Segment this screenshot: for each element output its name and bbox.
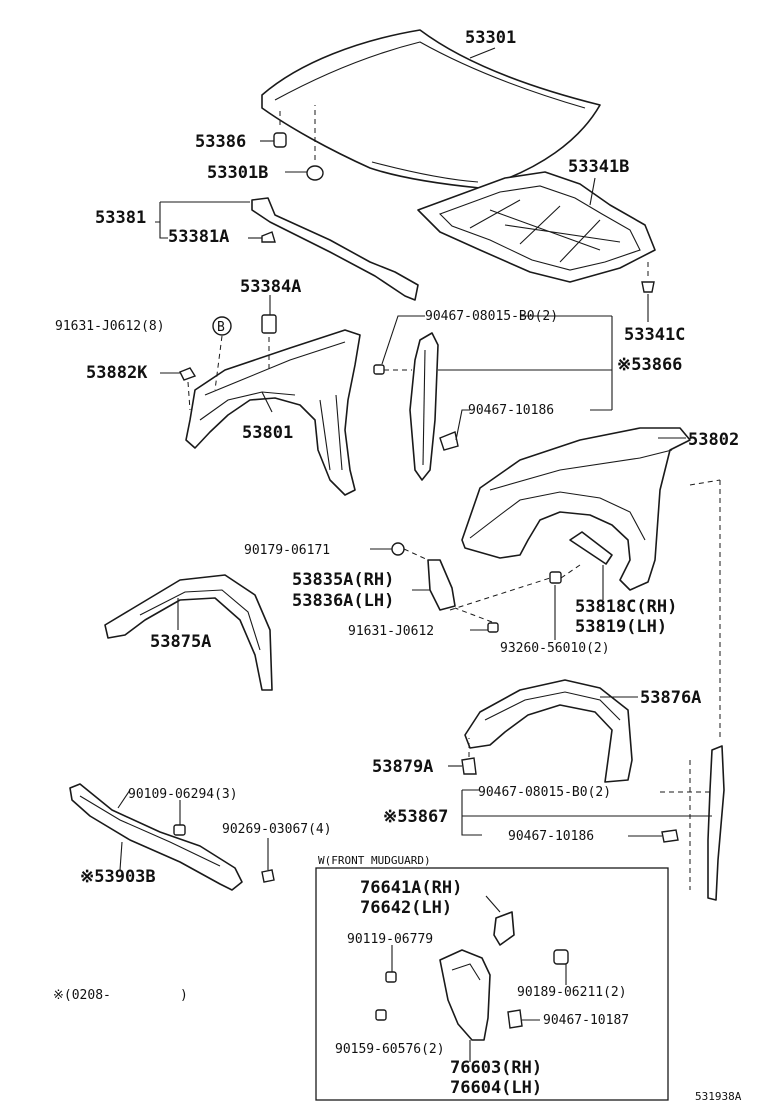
label-53903b: ※53903B [80, 867, 156, 887]
label-90467-08015-lower: 90467-08015-B0(2) [478, 785, 611, 800]
hood-panel [261, 29, 601, 189]
clip-k-part [179, 367, 197, 411]
liner-clip-part [461, 738, 477, 775]
bolt-upper-part [373, 364, 412, 375]
label-76603: 76603(RH) [450, 1058, 542, 1078]
label-90179-06171: 90179-06171 [244, 543, 330, 558]
nut-lower-part [391, 542, 405, 556]
leader-clip-upper [455, 409, 470, 441]
label-90119-06779: 90119-06779 [347, 932, 433, 947]
label-90467-10186-lower: 90467-10186 [508, 829, 594, 844]
label-76641a: 76641A(RH) [360, 878, 462, 898]
label-53802: 53802 [688, 430, 739, 450]
leader-bolt-upper [381, 315, 425, 365]
label-53867: ※53867 [383, 807, 448, 827]
label-90269-03067: 90269-03067(4) [222, 822, 332, 837]
hood-seal-clip-part [261, 231, 276, 243]
circle-b-marker: B [212, 316, 232, 391]
hood-insulator-part [417, 171, 656, 283]
label-53876a: 53876A [640, 688, 701, 708]
label-53818c: 53818C(RH) [575, 597, 677, 617]
label-53381a: 53381A [168, 227, 229, 247]
seal-lower-part [707, 745, 725, 901]
dash-right-top [689, 479, 721, 486]
hood-seal-part [251, 197, 419, 301]
apron-part [69, 783, 243, 891]
leader-fender-lh [261, 391, 273, 413]
leader-seal-lower [461, 789, 712, 836]
leader-hood [469, 47, 496, 59]
label-53801: 53801 [242, 423, 293, 443]
liner-rh-part [464, 679, 633, 783]
label-91631-j0612: 91631-J0612 [348, 624, 434, 639]
clip-lower-part [661, 829, 679, 843]
screw-lower-part [454, 607, 499, 633]
label-90467-08015-upper: 90467-08015-B0(2) [425, 309, 558, 324]
label-53819: 53819(LH) [575, 617, 667, 637]
dash-nut [403, 548, 429, 561]
flare-part [569, 531, 613, 565]
clip-upper-part [439, 431, 459, 451]
label-90467-10187: 90467-10187 [543, 1013, 629, 1028]
brace-part [427, 559, 456, 611]
label-76604: 76604(LH) [450, 1078, 542, 1098]
label-footnote: ※(0208- [53, 988, 111, 1003]
screw-mudguard-a-part [385, 971, 397, 983]
label-90159-60576: 90159-60576(2) [335, 1042, 445, 1057]
leader-seal-upper [438, 315, 613, 411]
mudguard-part [439, 949, 491, 1041]
label-mudguard-title: W(FRONT MUDGUARD) [318, 854, 431, 867]
circle-b-text: B [217, 320, 225, 335]
leader-apron [119, 841, 123, 871]
leader-seal [155, 201, 250, 239]
label-91631-j0612-8: 91631-J0612(8) [55, 319, 165, 334]
label-90189-06211: 90189-06211(2) [517, 985, 627, 1000]
seal-upper-part [409, 332, 439, 481]
insulator-clip-part [641, 262, 655, 293]
leader-insulator [589, 177, 596, 206]
mudguard-bracket-part [493, 911, 515, 946]
label-53301b: 53301B [207, 163, 268, 183]
label-90467-10186-upper: 90467-10186 [468, 403, 554, 418]
label-53866: ※53866 [617, 355, 682, 375]
label-53384a: 53384A [240, 277, 301, 297]
hood-bumper-part [273, 110, 287, 148]
fender-rh-part [461, 427, 691, 591]
bolt-flare-part [549, 564, 581, 584]
label-90109-06294: 90109-06294(3) [128, 787, 238, 802]
leader-mudguard-bracket [485, 895, 501, 913]
label-figure-code: 531938A [695, 1090, 742, 1103]
liner-lh-part [104, 574, 273, 691]
leader-apron-bolt [117, 789, 131, 809]
label-93260-56010: 93260-56010(2) [500, 641, 610, 656]
label-76642: 76642(LH) [360, 898, 452, 918]
label-53341b: 53341B [568, 157, 629, 177]
screw-mudguard-b-part [375, 1009, 387, 1021]
bolt-apron-part [173, 824, 186, 836]
label-53875a: 53875A [150, 632, 211, 652]
label-53879a: 53879A [372, 757, 433, 777]
label-footnote-close: ) [180, 988, 188, 1003]
clip-mudguard-part [507, 1009, 523, 1029]
label-53301: 53301 [465, 28, 516, 48]
label-53882k: 53882K [86, 363, 148, 383]
fender-bracket-part [261, 314, 277, 370]
fender-lh-part [185, 329, 361, 496]
mudguard-frame [315, 867, 669, 1101]
label-53835a: 53835A(RH) [292, 570, 394, 590]
label-53341c: 53341C [624, 325, 685, 345]
label-53386: 53386 [195, 132, 246, 152]
hood-cushion-part [306, 105, 324, 181]
clip-apron-part [261, 869, 275, 883]
label-53381: 53381 [95, 208, 146, 228]
dash-brace [449, 577, 551, 611]
nut-mudguard-part [553, 949, 569, 965]
label-53836a: 53836A(LH) [292, 591, 394, 611]
